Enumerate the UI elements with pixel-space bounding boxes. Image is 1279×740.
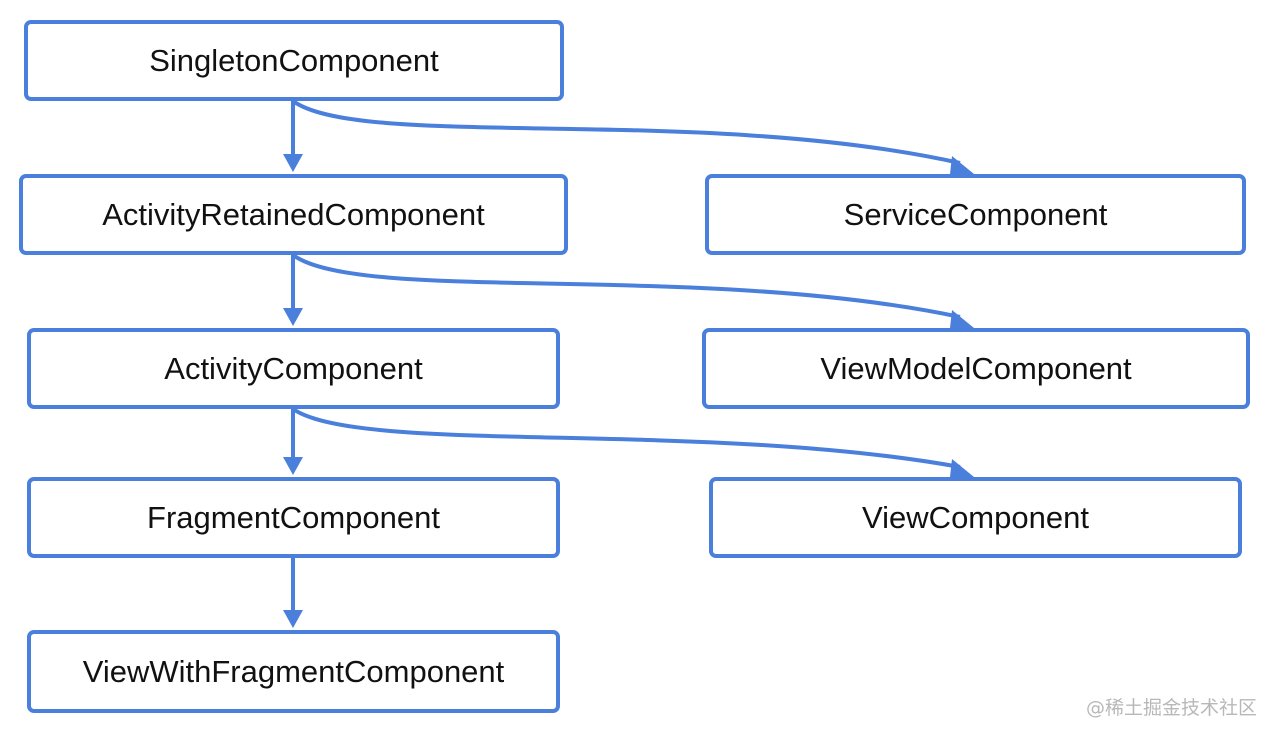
node-fragment-component: FragmentComponent (27, 477, 560, 558)
arrowhead-icon (283, 308, 303, 326)
node-view-with-fragment-component: ViewWithFragmentComponent (27, 630, 560, 713)
node-label: ViewWithFragmentComponent (82, 653, 505, 689)
node-singleton-component: SingletonComponent (24, 20, 564, 101)
node-activity-component: ActivityComponent (27, 328, 560, 409)
node-service-component: ServiceComponent (705, 174, 1246, 255)
arrowhead-icon (283, 610, 303, 628)
node-label: ViewModelComponent (820, 350, 1132, 386)
node-activity-retained-component: ActivityRetainedComponent (19, 174, 568, 255)
node-label: ActivityComponent (164, 350, 423, 386)
edge-activity-retained-to-activity (283, 255, 303, 326)
node-label: FragmentComponent (147, 499, 440, 535)
node-viewmodel-component: ViewModelComponent (702, 328, 1250, 409)
node-label: ViewComponent (862, 499, 1089, 535)
node-label: ServiceComponent (843, 196, 1108, 232)
edge-singleton-to-activity-retained (283, 101, 303, 172)
node-label: SingletonComponent (149, 42, 439, 78)
arrowhead-icon (950, 310, 974, 328)
edge-activity-to-fragment (283, 409, 303, 475)
edge-activity-retained-to-viewmodel (291, 253, 974, 328)
watermark: @稀土掘金技术社区 (1085, 697, 1257, 719)
arrowhead-icon (283, 154, 303, 172)
node-label: ActivityRetainedComponent (102, 196, 485, 232)
edge-singleton-to-service (291, 99, 974, 174)
node-view-component: ViewComponent (709, 477, 1242, 558)
arrowhead-icon (950, 156, 974, 174)
arrowhead-icon (950, 459, 974, 477)
edge-fragment-to-view-with-fragment (283, 558, 303, 628)
arrowhead-icon (283, 457, 303, 475)
edge-activity-to-view (291, 407, 974, 477)
